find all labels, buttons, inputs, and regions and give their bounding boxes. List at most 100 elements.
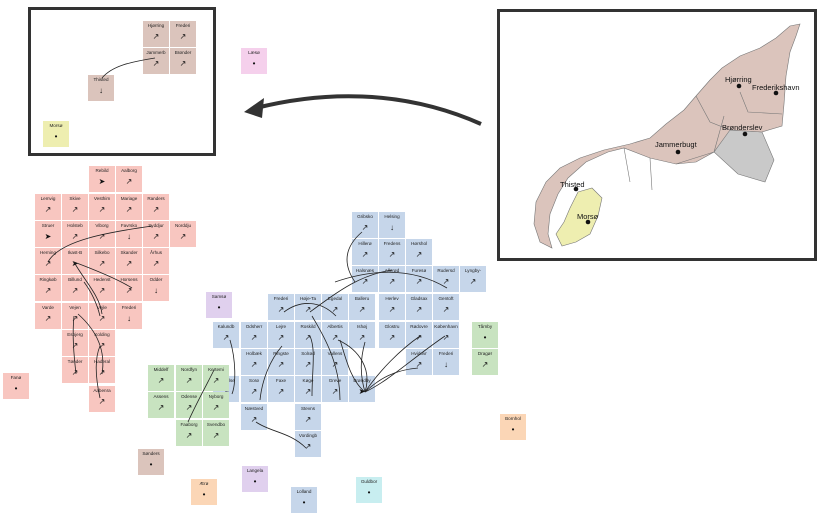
tile-label: Langela [246,468,264,473]
tile-balleru: Balleru ↗ [349,294,375,320]
tile-label: Sorø [249,378,259,383]
tile-lolland: Lolland• [291,487,317,513]
tile-marker: ↗ [388,333,396,342]
tile-marker: • [511,425,515,434]
tile-label: Randers [147,196,165,201]
tile-label: Læsø [248,50,260,55]
tile-label: Fredens [383,241,401,246]
tile-label: Skive [69,196,81,201]
geographic-map-inset: Hjørring Frederikshavn Brønderslev Jamme… [497,9,817,261]
tile-marker: ↗ [125,259,133,268]
tile-label: Assens [153,394,169,399]
tile-label: Billund [68,277,82,282]
city-label-thisted: Thisted [560,180,585,189]
tile-brønder: Brønder↗ [170,48,196,74]
border-lines [623,91,783,191]
tile-skander: Skander ↗ [116,248,142,274]
tile-norddju: Norddju↗ [170,221,196,247]
tile-marker: • [14,384,18,393]
city-dot-frederikshavn [773,90,779,96]
tile-marker: ↗ [415,305,423,314]
tile-svendbo: Svendbo↗ [203,420,229,446]
tile-marker: ↗ [152,232,160,241]
tile-marker: ↗ [157,403,165,412]
tile-helsing: Helsing↓ [379,212,405,238]
tile-label: Høje-Ta [299,296,317,301]
tile-label: Brønder [174,50,192,55]
tile-label: Hillerø [358,241,372,246]
tile-marker: • [253,477,257,486]
tile-label: Samsø [211,294,227,299]
tile-esbjerg: Esbjerg↗ [62,330,88,356]
tile-marker: ↗ [98,232,106,241]
tile-frederi: Frederi↓ [433,349,459,375]
tile-label: Nyborg [208,394,224,399]
tile-odense: Odense ↗ [176,392,202,418]
tile-sønders: Sønders• [138,449,164,475]
tile-label: Bornhol [505,416,521,421]
tile-marker: ↗ [98,341,106,350]
tile-marker: ↗ [304,442,312,451]
tile-næstved: Næstved↗ [241,404,267,430]
tile-marker: ↗ [358,305,366,314]
tile-marker: ↗ [331,333,339,342]
tile-marker: ↗ [185,403,193,412]
tile-holbæk: Holbæk↗ [241,349,267,375]
tile-marker: ↗ [71,314,79,323]
tile-label: Holsteb [67,223,83,228]
tile-marker: ↗ [304,387,312,396]
tile-marker: ↗ [331,387,339,396]
tile-label: Glostru [384,324,400,329]
tile-lyngby-: Lyngby- ↗ [460,266,486,292]
tile-nordfyn: Nordfyn↗ [176,365,202,391]
tile-label: Odense [180,394,198,399]
tile-ærø: Ærø • [191,479,217,505]
tile-label: Stevns [300,406,316,411]
tile-tårnby: Tårnby• [472,322,498,348]
tile-label: Ærø [199,481,209,486]
tile-marker: ↗ [277,387,285,396]
tile-marker: ↓ [154,286,158,295]
tile-silkebo: Silkebo↗ [89,248,115,274]
tile-ringste: Ringste↗ [268,349,294,375]
tile-label: Frederi [273,296,289,301]
tile-label: Skander [120,250,138,255]
tile-label: Balleru [354,296,370,301]
tile-label: Horsens [120,277,138,282]
tile-label: Halsnæs [355,268,375,273]
tile-faxe: Faxe↗ [268,376,294,402]
tile-hørshol: Hørshol↗ [406,239,432,265]
tile-morsø: Morsø• [43,121,69,147]
region-nordjylland [533,23,801,249]
tile-marker: ↗ [212,431,220,440]
tile-label: Lyngby- [464,268,482,273]
tile-marker: • [54,132,58,141]
tile-rebild: Rebild➤ [89,166,115,192]
tile-allerød: Allerød↗ [379,266,405,292]
tile-høje-ta: Høje-Ta↗ [295,294,321,320]
tile-marker: ➤ [358,387,366,396]
tile-marker: ↗ [415,360,423,369]
tile-marker: ↗ [212,403,220,412]
tile-marker: ↗ [469,277,477,286]
city-dot-bronderslev [742,131,748,137]
tile-label: Rødovre [410,324,428,329]
tile-marker: ➤ [44,232,52,241]
tile-marker: ↗ [331,360,339,369]
tile-roskild: Roskild↗ [295,322,321,348]
tile-marker: ↓ [390,223,394,232]
tile-marker: ↗ [125,205,133,214]
tile-label: Greve [328,378,342,383]
tile-hvidovr: Hvidovr↗ [406,349,432,375]
tile-label: Odsherr [245,324,263,329]
tile-marker: ↗ [361,277,369,286]
tile-marker: ↓ [99,86,103,95]
tile-vordingb: Vordingb↗ [295,431,321,457]
tile-marker: ↗ [250,387,258,396]
tile-marker: ↗ [152,259,160,268]
city-label-hjorring: Hjørring [725,75,752,84]
tile-marker: • [202,490,206,499]
tile-label: Solrød [301,351,315,356]
tile-holsteb: Holsteb↗ [62,221,88,247]
tile-label: Frederi [121,305,137,310]
